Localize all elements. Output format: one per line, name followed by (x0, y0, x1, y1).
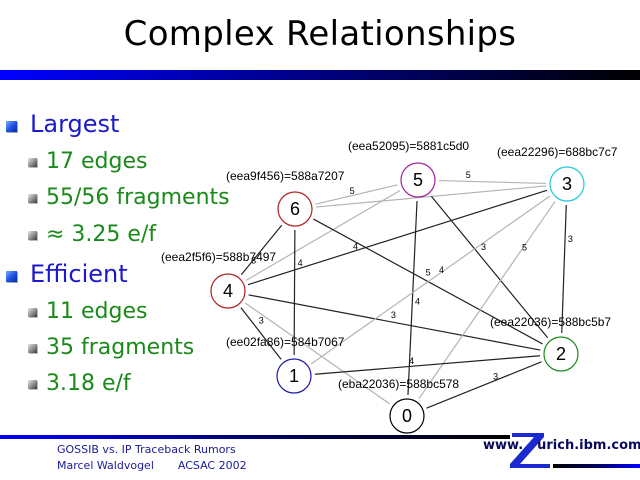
graph-edge-5-2 (430, 195, 549, 339)
sub-bullet-fragments: 55/56 fragments (46, 185, 230, 210)
bullet-square-icon (6, 121, 17, 132)
edge-weight-label: 3 (251, 255, 256, 265)
sub-bullet-square-icon (28, 194, 37, 203)
node-hash-label: (ee02fa86)=584b7067 (226, 335, 345, 349)
graph-node-5 (400, 162, 436, 198)
graph-edge-4-1 (240, 307, 282, 360)
slide-title: Complex Relationships (123, 14, 517, 54)
edge-weight-label: 4 (353, 241, 358, 251)
graph-edge-4-0 (244, 302, 391, 405)
sub-bullet-square-icon (28, 380, 37, 389)
graph-edge-1-2 (314, 355, 541, 375)
sub-bullet-ratio: ≈ 3.25 e/f (46, 222, 157, 247)
node-hash-label: (eea9f456)=588a7207 (226, 169, 345, 183)
graph-node-2 (543, 336, 579, 372)
edge-weight-label: 4 (298, 258, 303, 268)
graph-node-label: 4 (223, 281, 233, 301)
node-hash-label: (eea52095)=5881c5d0 (348, 139, 469, 153)
graph-node-label: 3 (562, 174, 572, 194)
graph-edge-6-5 (315, 184, 398, 205)
edge-weight-label: 4 (439, 265, 444, 275)
graph-edge-5-0 (407, 200, 418, 396)
graph-edge-5-3 (438, 179, 547, 185)
logo-suffix: urich.ibm.com (537, 438, 640, 453)
graph-edge-4-2 (248, 294, 541, 351)
sub-bullet-square-icon (28, 158, 37, 167)
graph-edge-4-5 (245, 190, 401, 281)
sub-bullet-fragments: 35 fragments (46, 335, 195, 360)
footer-talk-title: GOSSIB vs. IP Traceback Rumors (57, 443, 236, 456)
edge-weight-label: 5 (350, 186, 355, 196)
graph-node-label: 0 (402, 406, 412, 426)
bullet-largest: Largest (30, 110, 120, 138)
graph-node-label: 6 (290, 199, 300, 219)
sub-bullet-square-icon (28, 344, 37, 353)
edge-weight-label: 3 (391, 310, 396, 320)
graph-node-label: 2 (556, 344, 566, 364)
zurich-z-logo-icon (510, 433, 550, 468)
edge-weight-label: 5 (466, 170, 471, 180)
graph-edge-4-6 (240, 224, 283, 276)
edge-weight-label: 5 (426, 268, 431, 278)
graph-node-3 (549, 166, 585, 202)
edge-weight-label: 3 (259, 316, 264, 326)
sub-bullet-square-icon (28, 231, 37, 240)
graph-node-label: 5 (413, 170, 423, 190)
node-hash-label: (eba22036)=588bc578 (338, 377, 459, 391)
logo-prefix: www. (483, 438, 524, 453)
graph-node-label: 1 (289, 366, 299, 386)
edge-weight-label: 3 (568, 234, 573, 244)
edge-weight-label: 4 (415, 296, 420, 306)
bullet-square-icon (6, 271, 17, 282)
graph-edge-3-1 (310, 195, 551, 365)
sub-bullet-edges: 17 edges (46, 149, 148, 174)
footer-author: Marcel Waldvogel (57, 459, 154, 472)
node-hash-label: (eea22296)=688bc7c7 (497, 145, 618, 159)
node-hash-label: (eea22036)=588bc5b7 (490, 315, 611, 329)
ibm-zurich-logo: www. urich.ibm.com (483, 438, 640, 453)
edge-weight-label: 3 (493, 372, 498, 382)
graph-node-6 (277, 191, 313, 227)
graph-node-0 (389, 398, 425, 434)
graph-edge-0-2 (426, 361, 542, 409)
footer-venue: ACSAC 2002 (177, 459, 247, 472)
edge-weight-label: 4 (409, 356, 414, 366)
graph-edge-4-3 (247, 189, 548, 286)
graph-edge-3-0 (418, 200, 556, 400)
footer-divider-right (553, 464, 640, 468)
graph-node-4 (210, 273, 246, 309)
graph-node-1 (276, 358, 312, 394)
sub-bullet-edges: 11 edges (46, 299, 148, 324)
node-hash-label: (eea2f5f6)=588b7497 (161, 250, 276, 264)
footer-text: GOSSIB vs. IP Traceback Rumors Marcel Wa… (57, 442, 247, 474)
footer-divider (0, 435, 510, 439)
edge-weight-label: 5 (522, 243, 527, 253)
graph-edge-6-1 (293, 229, 296, 356)
bullet-efficient: Efficient (30, 260, 128, 288)
title-divider (0, 70, 640, 80)
edge-weight-label: 3 (481, 242, 486, 252)
sub-bullet-ratio: 3.18 e/f (46, 371, 131, 396)
graph-edge-3-2 (561, 204, 567, 334)
sub-bullet-square-icon (28, 308, 37, 317)
